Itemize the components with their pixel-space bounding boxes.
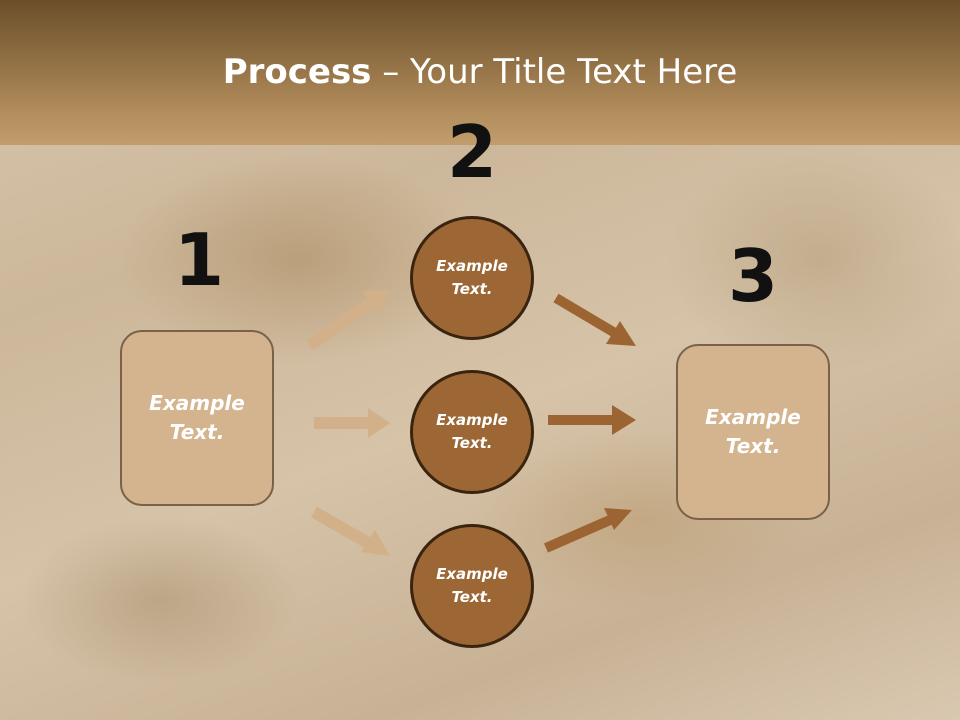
arrow-1-to-middle <box>314 408 390 438</box>
step-2-circle-bottom: Example Text. <box>410 524 534 648</box>
circle-text: Example Text. <box>436 565 508 606</box>
title-rest: – Your Title Text Here <box>371 52 738 92</box>
arrow-1-to-top <box>306 290 390 350</box>
step-3-box: Example Text. <box>676 344 830 520</box>
step-number-1: 1 <box>173 218 225 302</box>
step-1-box: Example Text. <box>120 330 274 506</box>
arrow-top-to-3 <box>553 293 636 346</box>
circle-text: Example Text. <box>436 257 508 298</box>
arrow-1-to-bottom <box>311 506 390 556</box>
step-2-circle-middle: Example Text. <box>410 370 534 494</box>
arrow-middle-to-3 <box>548 405 636 435</box>
title-bar <box>0 0 960 145</box>
circle-text: Example Text. <box>436 411 508 452</box>
step-2-circle-top: Example Text. <box>410 216 534 340</box>
slide-title: Process – Your Title Text Here <box>0 52 960 92</box>
step-3-text: Example Text. <box>705 405 801 458</box>
step-number-2: 2 <box>446 110 498 194</box>
arrow-bottom-to-3 <box>543 508 632 553</box>
step-number-3: 3 <box>727 234 779 318</box>
title-bold: Process <box>222 52 372 92</box>
step-1-text: Example Text. <box>149 391 245 444</box>
